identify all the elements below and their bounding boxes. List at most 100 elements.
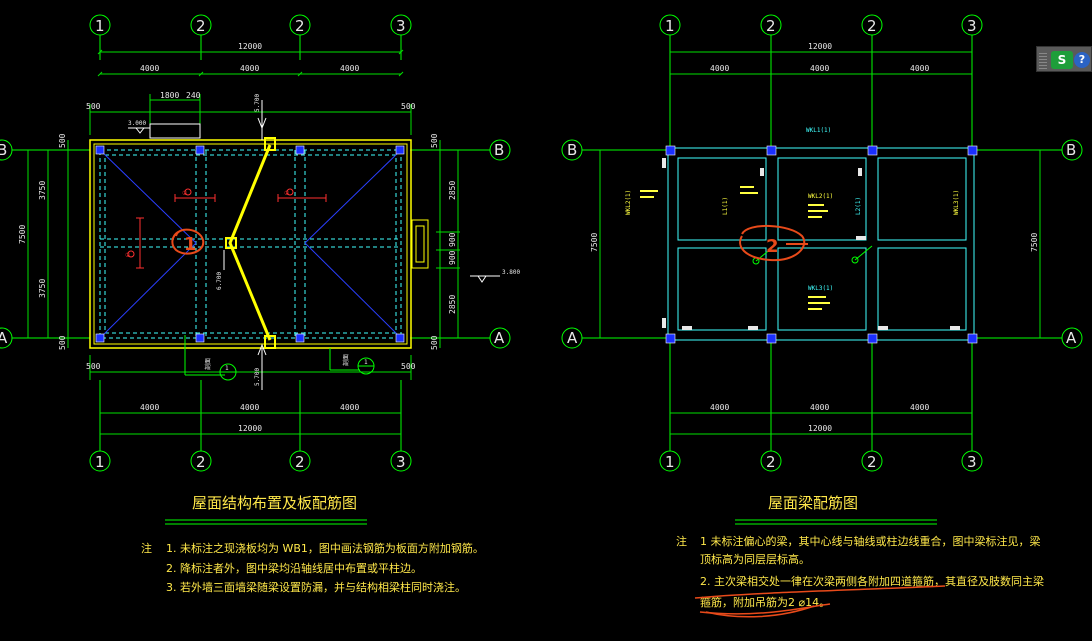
left-dim-3750-top: 3750 [38,181,47,200]
left-notes-marker: 注 [141,541,152,555]
left-annotation-number: 1 [184,234,197,255]
left-beams-dashed [99,149,402,339]
axis-label-B-right: B [494,141,504,159]
right-columns [665,145,978,344]
toolbar-grip-handle[interactable] [1039,51,1047,69]
left-rebar-red [127,188,327,269]
right-notes-marker: 注 [676,534,687,548]
left-region-mark-3: ① [125,252,130,259]
r-axis-label-B-left: B [567,141,577,159]
r-axis-label-2b-bottom: 2 [867,453,877,471]
r-dim-top-bay-2: 4000 [810,64,829,73]
left-level-top: 3.000 [128,120,146,127]
column [95,333,105,343]
left-plan: 1 2 2 3 1 2 2 3 B A B A [0,14,520,594]
column [665,333,676,344]
left-region-mark-2: ① [284,190,289,197]
r-dim-left-7500: 7500 [590,233,599,252]
r-axis-label-2b: 2 [867,17,877,35]
left-plan-title: 屋面结构布置及板配筋图 [192,494,357,512]
right-note-2b: 箍筋，附加吊筋为2 ⌀14。 [700,595,830,609]
left-section-num-1: 1 [225,365,229,372]
r-dim-bottom-bay-2: 4000 [810,403,829,412]
axis-label-3-bottom: 3 [396,453,406,471]
left-slab-diagonals [99,149,402,339]
r-dim-top-bay-1: 4000 [710,64,729,73]
left-section-num-2: 1 [364,359,368,366]
left-parapet-box [149,123,201,139]
r-dim-bottom-bay-1: 4000 [710,403,729,412]
column [195,333,205,343]
left-dim-top-bay-3: 4000 [340,64,359,73]
axis-label-A-right: A [494,329,505,347]
r-beam-label-right: WKL3(1) [953,190,960,215]
left-annotation-circle [171,228,205,255]
s-logo-button[interactable]: S [1051,51,1073,69]
left-dim-500-rb: 500 [430,335,439,350]
left-dim-bottom-bay-1: 4000 [140,403,159,412]
axis-label-2b: 2 [295,17,305,35]
axis-label-3: 3 [396,17,406,35]
axis-label-1: 1 [95,17,105,35]
help-icon[interactable]: ? [1074,52,1090,68]
right-note-1a: 1 未标注偏心的梁，其中心线与轴线或柱边线重合，图中梁标注见，梁 [700,534,1041,548]
axis-label-1-bottom: 1 [95,453,105,471]
r-dim-top-bay-3: 4000 [910,64,929,73]
r-axis-label-2: 2 [766,17,776,35]
left-section-marks [223,100,267,390]
right-annotation-underline [694,585,946,618]
left-dim-2850-top: 2850 [448,181,457,200]
r-axis-label-B-right: B [1066,141,1076,159]
left-region-mark-1: ① [182,190,187,197]
axis-label-2b-bottom: 2 [295,453,305,471]
left-dim-500-rt: 500 [430,133,439,148]
r-beam-label-center: WKL2(1) [808,193,833,200]
column [967,333,978,344]
r-beam-label-mid-1: L1(1) [722,197,729,215]
left-level-slope-bottom: 5.700 [254,368,261,386]
left-dim-500-tr: 500 [401,102,416,111]
floating-toolbar[interactable]: S ? [1036,46,1092,72]
left-dim-bottom-total: 12000 [238,424,262,433]
left-dim-top-bay-2: 4000 [240,64,259,73]
r-axis-label-1-bottom: 1 [665,453,675,471]
left-slab-inner [93,143,408,345]
left-dim-500-lt: 500 [58,133,67,148]
column [967,145,978,156]
r-beam-label-left: WKL2(1) [625,190,632,215]
left-dim-500-br: 500 [401,362,416,371]
left-dim-900-b: 900 [448,250,457,265]
r-axis-label-2-bottom: 2 [766,453,776,471]
left-note-2: 2. 降标注者外，图中梁均沿轴线居中布置或平柱边。 [166,561,422,575]
left-dim-3750-bottom: 3750 [38,279,47,298]
left-section-label-1: 剖面 [204,358,212,370]
r-beam-label-top: WKL1(1) [806,127,831,134]
left-columns [95,145,405,343]
r-dim-top-total: 12000 [808,42,832,51]
left-dim-bottom-bay-2: 4000 [240,403,259,412]
left-axis-top [89,14,412,60]
left-dim-7500: 7500 [18,225,27,244]
left-dim-1800: 1800 [160,91,179,100]
left-level-slope-top: 5.700 [254,94,261,112]
right-note-2a: 2. 主次梁相交处一律在次梁两侧各附加四道箍筋，其直径及肢数同主梁 [700,574,1044,588]
left-dim-500-bl: 500 [86,362,101,371]
left-dims-bottom [89,355,412,435]
axis-label-B-left: B [0,141,7,159]
column [95,145,105,155]
left-dim-900-a: 900 [448,232,457,247]
right-annotation-number: 2 [766,236,779,257]
right-beams [667,147,975,341]
right-annotation-circle [739,224,808,262]
column [295,333,305,343]
right-plan-title: 屋面梁配筋图 [768,494,858,512]
r-beam-label-lower: WKL3(1) [808,285,833,292]
axis-label-2: 2 [196,17,206,35]
column [766,333,777,344]
left-ridge-yellow [228,144,272,341]
left-side-box [411,219,429,269]
r-axis-label-A-left: A [567,329,578,347]
right-plan: 1 2 2 3 1 2 2 3 B A B A [561,14,1083,618]
column [867,333,878,344]
